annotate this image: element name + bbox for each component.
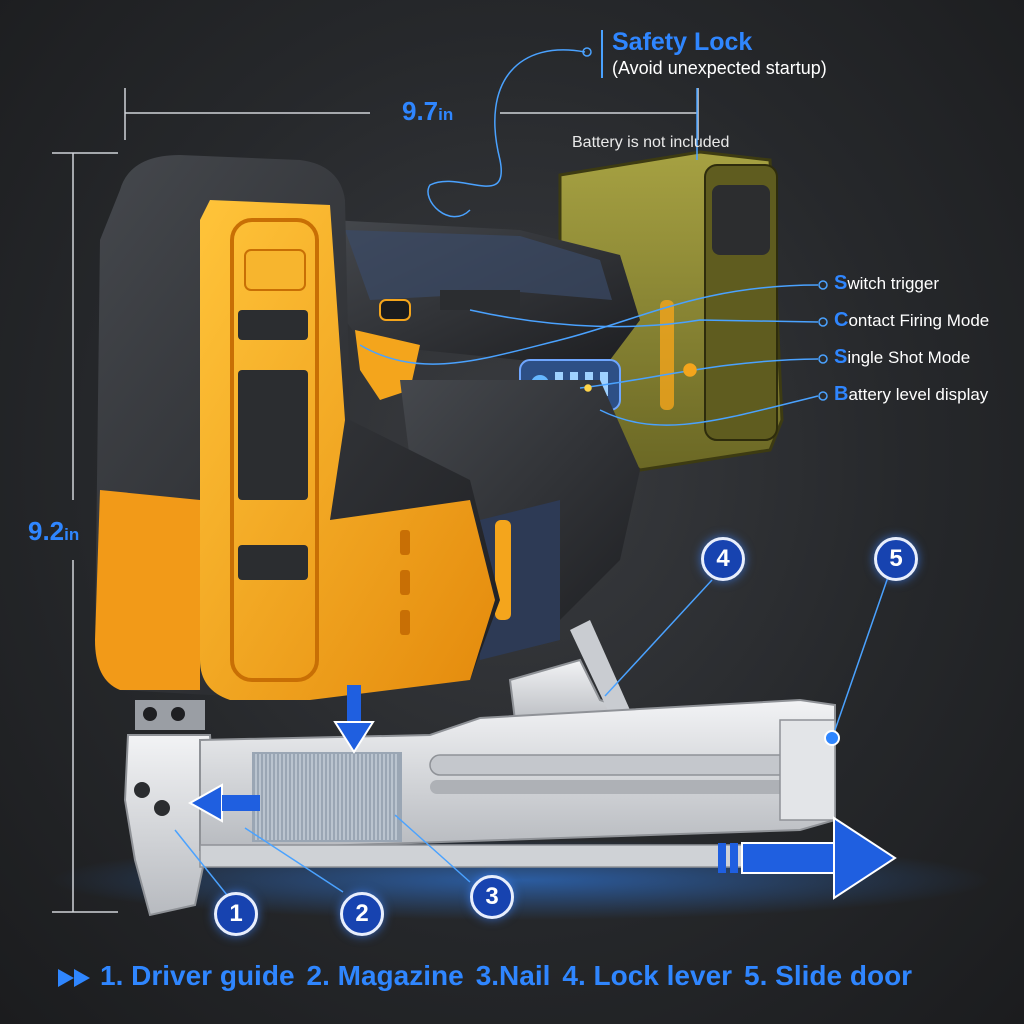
feature-label: ontact Firing Mode [848,311,990,330]
feature-battery-display: Battery level display [834,383,988,406]
dimension-lines [52,88,699,913]
feature-initial: S [834,346,848,368]
callout-badge-4: 4 [701,537,745,581]
callout-badge-1: 1 [214,892,258,936]
feature-label: witch trigger [847,274,939,293]
feature-initial: B [834,383,849,405]
leader-dots [582,47,828,401]
legend-item-driver-guide: 1. Driver guide [100,960,295,991]
feature-switch-trigger: Switch trigger [834,272,939,295]
safety-lock-subtitle: (Avoid unexpected startup) [612,58,827,78]
feature-initial: C [834,309,849,331]
right-arrow-icon [718,816,897,900]
feature-contact-firing: Contact Firing Mode [834,309,989,332]
width-value: 9.7 [402,96,439,126]
feature-label: ingle Shot Mode [847,348,971,367]
legend-item-magazine: 2. Magazine [306,960,464,991]
callout-badge-5: 5 [874,537,918,581]
legend-item-slide-door: 5. Slide door [744,960,913,991]
callout-badge-2: 2 [340,892,384,936]
nail-lines [255,754,397,840]
left-arrow-icon [187,783,260,823]
nail-strip [252,752,402,842]
parts-legend: 1. Driver guide 2. Magazine 3.Nail 4. Lock … [58,960,924,992]
callout-badge-3: 3 [470,875,514,919]
width-dimension: 9.7in [402,96,453,127]
tool-body [95,155,500,700]
battery-note: Battery is not included [572,134,730,151]
height-unit: in [64,525,80,544]
down-arrow-icon [333,685,375,754]
safety-lock-title: Safety Lock [612,28,753,56]
height-dimension: 9.2in [28,516,79,547]
feature-label: attery level display [848,385,989,404]
legend-item-lock-lever: 4. Lock lever [562,960,733,991]
height-value: 9.2 [28,516,65,546]
feature-initial: S [834,272,848,294]
play-double-arrow-icon [58,968,90,987]
feature-single-shot: Single Shot Mode [834,346,970,369]
width-unit: in [438,105,454,124]
legend-item-nail: 3.Nail [475,960,551,991]
driver-guide-part [123,700,217,917]
